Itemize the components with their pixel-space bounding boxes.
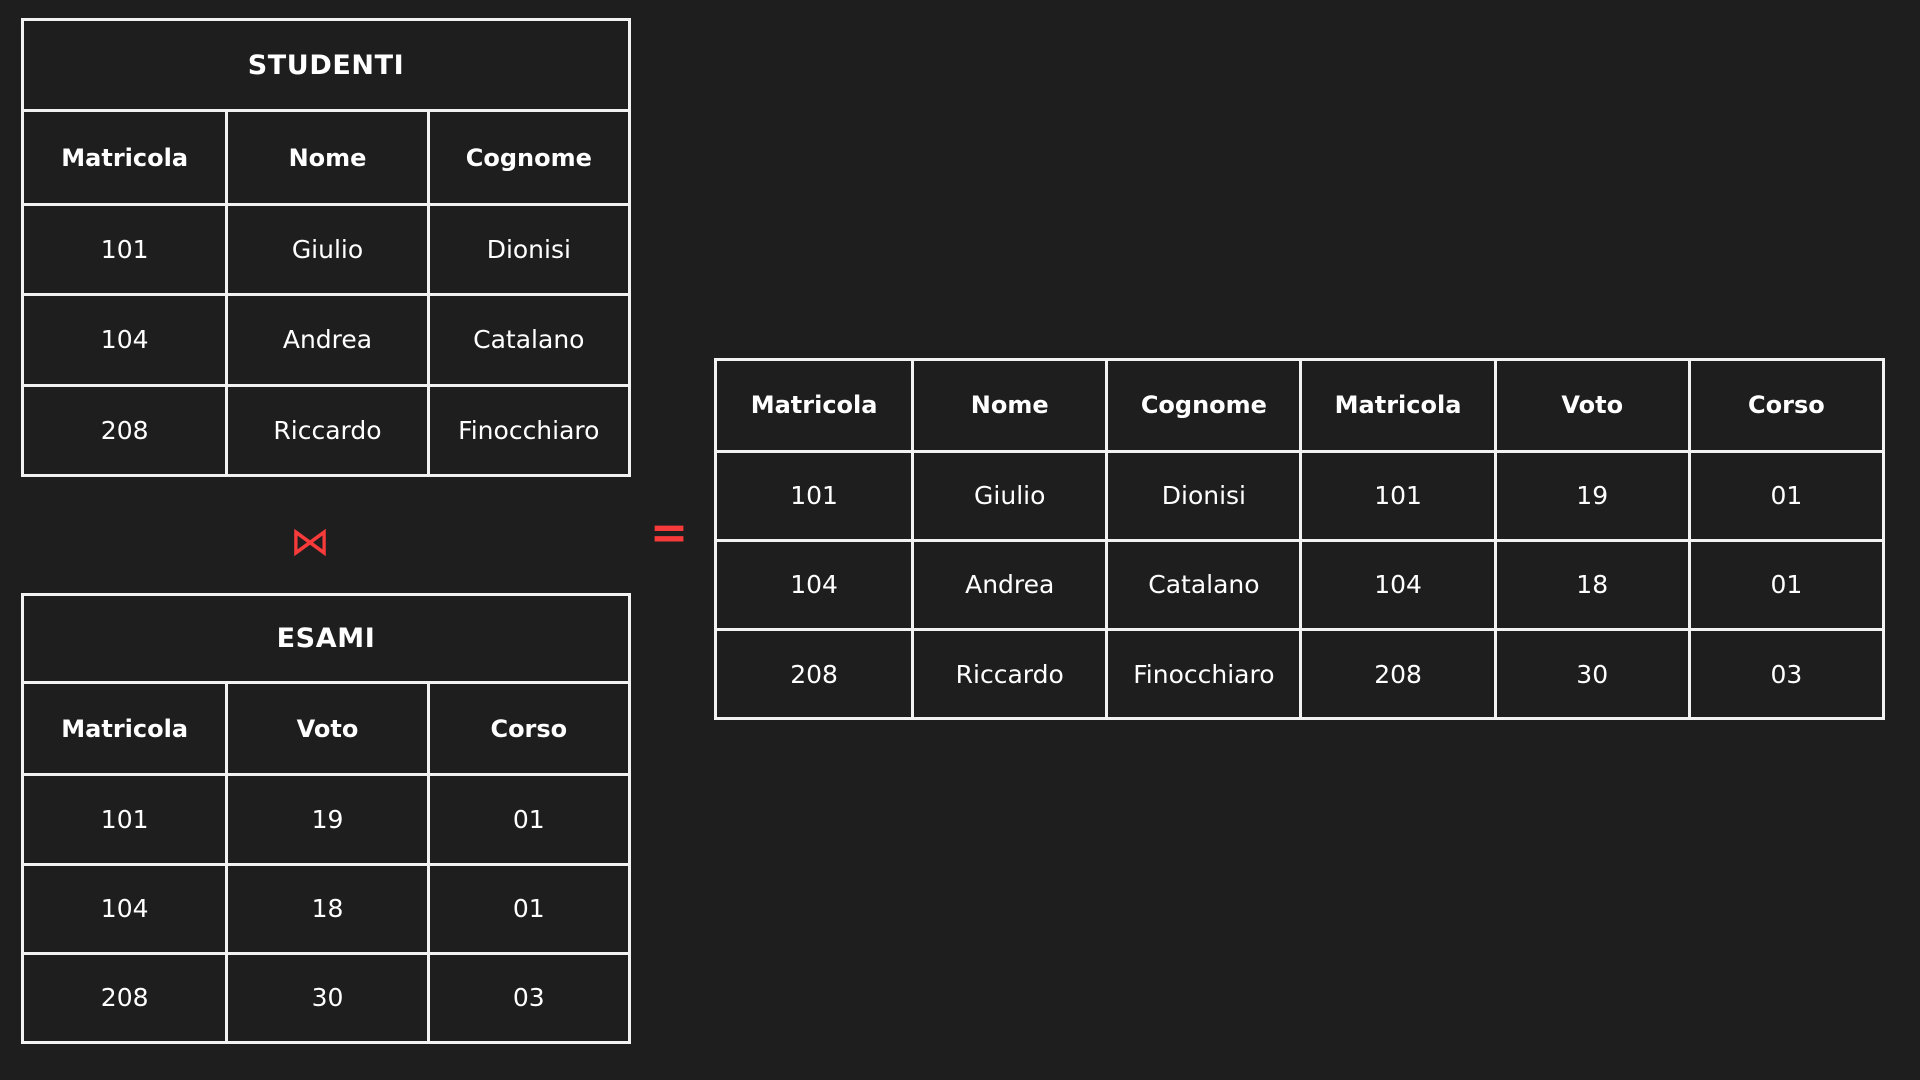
table-row: 208 Riccardo Finocchiaro 208 30 03	[717, 628, 1882, 718]
join-operator-icon: ⋈	[290, 519, 330, 565]
table-cell: 18	[1493, 541, 1688, 628]
esami-column-header-corso: Corso	[426, 684, 628, 774]
table-cell: Dionisi	[426, 205, 628, 294]
table-cell: 19	[225, 776, 426, 863]
esami-column-header-voto: Voto	[225, 684, 426, 774]
table-cell: Andrea	[225, 296, 426, 384]
table-cell: 104	[1299, 541, 1493, 628]
studenti-table: STUDENTI Matricola Nome Cognome 101 Giul…	[21, 18, 631, 477]
table-cell: Andrea	[911, 541, 1105, 628]
equals-operator-icon: =	[649, 505, 689, 559]
result-column-header-cognome: Cognome	[1105, 361, 1299, 450]
studenti-table-title: STUDENTI	[24, 21, 628, 113]
table-cell: 101	[100, 804, 149, 834]
table-cell: 101	[790, 481, 838, 511]
studenti-column-header-matricola: Matricola	[61, 143, 189, 172]
table-row: 101 19 01	[24, 773, 628, 863]
result-table: Matricola Nome Cognome Matricola Voto Co…	[714, 358, 1885, 720]
table-cell: 208	[790, 659, 838, 689]
studenti-header-row: Matricola Nome Cognome	[24, 112, 628, 203]
esami-column-header-matricola: Matricola	[61, 714, 189, 743]
table-row: 208 30 03	[24, 951, 628, 1041]
table-cell: Dionisi	[1105, 452, 1299, 539]
esami-table: ESAMI Matricola Voto Corso 101 19 01 104…	[21, 593, 631, 1044]
table-cell: 19	[1493, 452, 1688, 539]
result-column-header-matricola-studenti: Matricola	[750, 391, 878, 420]
result-column-header-nome: Nome	[911, 361, 1105, 450]
esami-header-row: Matricola Voto Corso	[24, 684, 628, 774]
table-cell: 101	[1299, 452, 1493, 539]
table-cell: 30	[1493, 631, 1688, 718]
table-cell: 104	[790, 570, 838, 600]
table-cell: 208	[100, 983, 149, 1013]
table-cell: 01	[426, 865, 628, 952]
table-cell: 03	[426, 954, 628, 1041]
table-row: 104 Andrea Catalano	[24, 293, 628, 384]
table-row: 101 Giulio Dionisi	[24, 202, 628, 294]
table-cell: 01	[1687, 541, 1882, 628]
result-column-header-voto: Voto	[1493, 361, 1688, 450]
table-cell: 104	[100, 325, 149, 355]
result-column-header-matricola-esami: Matricola	[1299, 361, 1493, 450]
esami-table-title: ESAMI	[24, 596, 628, 685]
table-cell: 208	[1299, 631, 1493, 718]
table-cell: Riccardo	[225, 386, 426, 475]
table-cell: 104	[100, 894, 149, 924]
table-cell: 03	[1687, 631, 1882, 718]
result-header-row: Matricola Nome Cognome Matricola Voto Co…	[717, 361, 1882, 450]
table-cell: Riccardo	[911, 631, 1105, 718]
result-column-header-corso: Corso	[1687, 361, 1882, 450]
table-row: 104 Andrea Catalano 104 18 01	[717, 538, 1882, 628]
table-row: 104 18 01	[24, 862, 628, 952]
studenti-column-header-cognome: Cognome	[426, 112, 628, 203]
table-cell: 30	[225, 954, 426, 1041]
table-cell: 18	[225, 865, 426, 952]
table-cell: Catalano	[1105, 541, 1299, 628]
table-row: 208 Riccardo Finocchiaro	[24, 383, 628, 475]
table-cell: Giulio	[225, 205, 426, 294]
table-cell: Catalano	[426, 296, 628, 384]
table-cell: Giulio	[911, 452, 1105, 539]
table-cell: 101	[100, 235, 149, 264]
table-row: 101 Giulio Dionisi 101 19 01	[717, 449, 1882, 539]
table-cell: Finocchiaro	[426, 386, 628, 475]
studenti-column-header-nome: Nome	[225, 112, 426, 203]
table-cell: Finocchiaro	[1105, 631, 1299, 718]
table-cell: 01	[426, 776, 628, 863]
table-cell: 208	[100, 415, 149, 445]
table-cell: 01	[1687, 452, 1882, 539]
